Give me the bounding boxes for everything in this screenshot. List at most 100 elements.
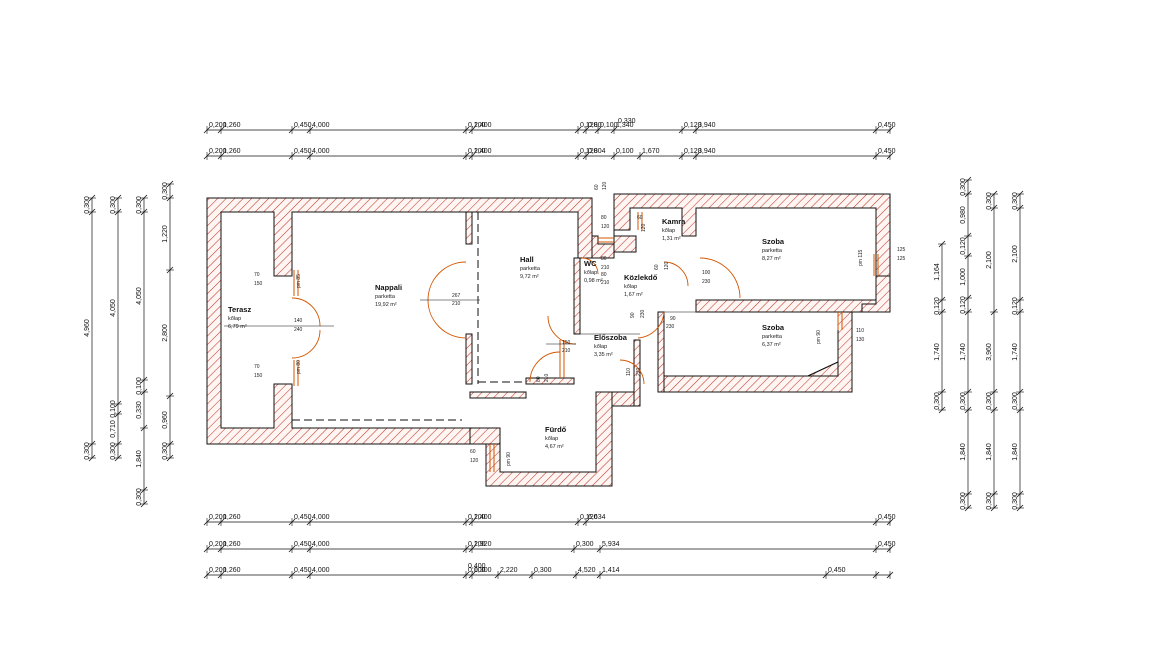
dimension-label: 0,300 [986,192,993,210]
svg-text:120: 120 [664,261,670,270]
dimension-label: 0,450 [294,541,312,548]
dimension-tick [462,126,470,134]
dimension-tick [217,126,225,134]
opening-k4: 90 230 [666,316,676,330]
dimension-tick [886,518,894,526]
svg-text:130: 130 [856,337,865,343]
svg-text:Fürdő: Fürdő [545,425,567,434]
dimension-tick [468,518,476,526]
dimension-tick [203,518,211,526]
svg-text:267: 267 [452,293,461,299]
dimension-tick [288,126,296,134]
dimension-label: 5,934 [602,541,620,548]
opening-k2: 60 120 [654,261,670,270]
dimension-tick [572,571,580,579]
opening-e1: 150 210 [562,340,571,354]
dimension-label: 0,100 [616,148,634,155]
dimension-label: 0,450 [828,567,846,574]
dimension-tick [462,571,470,579]
dimension-tick [822,571,830,579]
svg-text:9,72 m²: 9,72 m² [520,274,539,280]
dimension-tick [964,308,972,316]
opening-labels: 70 150 pm 85 140 240 70 150 pm 80 267 21… [254,181,906,466]
svg-text:240: 240 [294,327,303,333]
dimension-label: 1,740 [960,343,967,361]
opening-s1: 100 230 [702,270,711,285]
dimension-tick [570,545,578,553]
dimension-label: 0,300 [110,442,117,460]
dimension-label: 1,414 [602,567,620,574]
dimension-label: 1,740 [1012,343,1019,361]
dimension-label: 0,450 [294,567,312,574]
dimension-label: 0,300 [162,442,169,460]
svg-text:kőlap: kőlap [228,316,241,322]
dimension-tick [306,518,314,526]
dimension-tick [462,545,470,553]
dimension-label: 1,840 [1012,443,1019,461]
svg-text:kőlap: kőlap [624,284,637,290]
wall-left-bottom-stub [274,296,292,360]
dimension-tick [140,500,148,508]
dimension-tick [1016,406,1024,414]
svg-text:WC: WC [584,259,597,268]
room-szoba-1: Szoba parketta 8,27 m² [762,237,785,262]
dimension-tick [114,410,122,418]
dimension-tick [217,518,225,526]
svg-text:0,98 m²: 0,98 m² [584,278,603,284]
opening-w4: 80 210 [601,272,610,286]
door-nappali [427,261,467,339]
opening-w1: 60 120 [594,181,608,190]
dimension-label: 0,804 [588,148,606,155]
svg-text:Szoba: Szoba [762,237,785,246]
dimension-tick [990,190,998,198]
dimension-label: 0,120 [580,514,598,521]
dimension-label: 0,120 [684,122,702,129]
dimension-label: 0,200 [209,122,227,129]
dimension-label: 2,800 [162,324,169,342]
dimension-tick [582,518,590,526]
svg-text:parketta: parketta [520,266,541,272]
wall-hall-bottom [525,377,575,385]
dimension-label: 0,330 [136,401,143,419]
opening-e3: 110 230 [626,367,642,376]
door-kozlekedo [637,311,665,339]
wall-nappali-hall [465,211,473,245]
dimension-tick [462,152,470,160]
opening-k1: 60 120 [637,215,647,232]
dimension-tick [938,388,946,396]
dimension-label: 0,100 [136,377,143,395]
doors [291,257,741,385]
dimension-label: 1,340 [616,122,634,129]
dimension-label: 0,120 [960,296,967,314]
dimension-tick [306,571,314,579]
dimension-tick [594,126,602,134]
dimension-tick [217,571,225,579]
dimension-label: 1,260 [223,122,241,129]
windows [293,212,879,472]
dimension-label: 1,840 [136,450,143,468]
dimension-label: 0,300 [136,488,143,506]
svg-text:210: 210 [601,280,610,286]
dimension-tick [596,545,604,553]
dimension-tick [872,152,880,160]
dimension-tick [114,400,122,408]
dimension-label: 0,120 [1012,297,1019,315]
svg-text:60: 60 [654,264,660,270]
room-terasz: Terasz kőlap 6,79 m² [228,305,251,330]
svg-text:120: 120 [601,224,610,230]
opening-k3: 90 230 [630,309,646,318]
dimension-tick [938,406,946,414]
svg-text:210: 210 [452,301,461,307]
svg-text:70: 70 [254,364,260,370]
svg-text:100: 100 [702,270,711,276]
dimension-tick [468,545,476,553]
dimension-tick [166,194,174,202]
dimension-label: 0,200 [209,514,227,521]
dimension-tick [1016,296,1024,304]
dimension-label: 0,120 [580,148,598,155]
svg-text:pm 115: pm 115 [858,249,864,266]
dimension-label: 0,300 [1012,492,1019,510]
dimension-tick [468,152,476,160]
svg-text:8,27 m²: 8,27 m² [762,256,781,262]
dimension-tick [574,518,582,526]
